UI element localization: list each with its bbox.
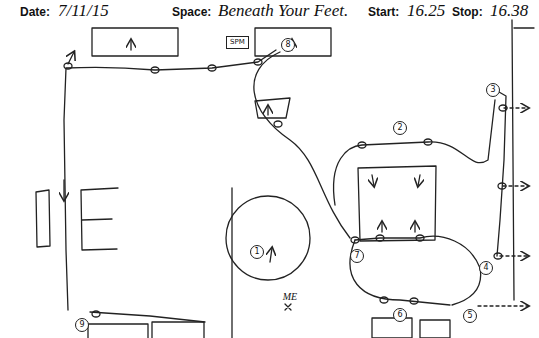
visitor-path bbox=[254, 52, 350, 238]
facing-arrow bbox=[68, 52, 74, 64]
handwritten-value: 7/11/15 bbox=[58, 1, 109, 21]
display-box bbox=[88, 324, 148, 338]
gaze-arrow bbox=[478, 305, 528, 306]
wall-line bbox=[512, 20, 514, 300]
callout-number: 2 bbox=[393, 121, 407, 135]
observer-mark bbox=[285, 304, 291, 310]
direction-arrow bbox=[63, 180, 64, 200]
observer-label: ME bbox=[282, 291, 298, 302]
handwritten-value: 16.38 bbox=[490, 1, 528, 21]
display-case bbox=[358, 166, 436, 241]
display-box bbox=[372, 318, 412, 338]
callout-number: 7 bbox=[350, 249, 364, 263]
callout-number: 5 bbox=[463, 309, 477, 323]
facing-arrow bbox=[130, 40, 131, 50]
visitor-path bbox=[350, 240, 450, 305]
partition-line bbox=[231, 188, 232, 338]
visitor-path bbox=[334, 100, 495, 205]
wall-line bbox=[514, 27, 534, 28]
facing-arrow bbox=[414, 222, 415, 232]
callout-number: 3 bbox=[486, 83, 500, 97]
visitor-path bbox=[90, 312, 205, 322]
facing-arrow bbox=[372, 175, 374, 186]
callout-number: 4 bbox=[479, 261, 493, 275]
display-case bbox=[255, 98, 290, 118]
display-case bbox=[36, 190, 50, 247]
form-label: Date: bbox=[20, 5, 50, 19]
stop-dots bbox=[64, 59, 507, 317]
facing-arrow bbox=[381, 222, 382, 232]
display-box bbox=[152, 322, 204, 338]
display-box bbox=[420, 320, 450, 338]
handwritten-value: 16.25 bbox=[407, 1, 445, 21]
sign-box: SPM bbox=[226, 36, 249, 49]
visitor-path bbox=[497, 92, 506, 256]
callout-number: 8 bbox=[281, 38, 295, 52]
form-label: Space: bbox=[172, 5, 211, 19]
facing-arrow bbox=[418, 175, 420, 186]
round-display bbox=[226, 196, 310, 280]
facing-arrow bbox=[270, 248, 272, 262]
sign-text: SPM bbox=[227, 37, 248, 48]
display-box bbox=[255, 28, 331, 56]
handwritten-value: Beneath Your Feet. bbox=[218, 1, 348, 21]
form-label: Start: bbox=[368, 5, 399, 19]
display-case bbox=[81, 188, 118, 250]
visitor-path bbox=[355, 236, 481, 305]
facing-arrow bbox=[267, 106, 268, 115]
callout-number: 1 bbox=[250, 245, 264, 259]
callout-number: 6 bbox=[393, 308, 407, 322]
callout-number: 9 bbox=[75, 318, 89, 332]
form-label: Stop: bbox=[452, 5, 483, 19]
visitor-path bbox=[64, 50, 276, 310]
gaze-arrow bbox=[503, 185, 528, 186]
gaze-arrow bbox=[500, 255, 528, 256]
display-box bbox=[92, 28, 178, 56]
